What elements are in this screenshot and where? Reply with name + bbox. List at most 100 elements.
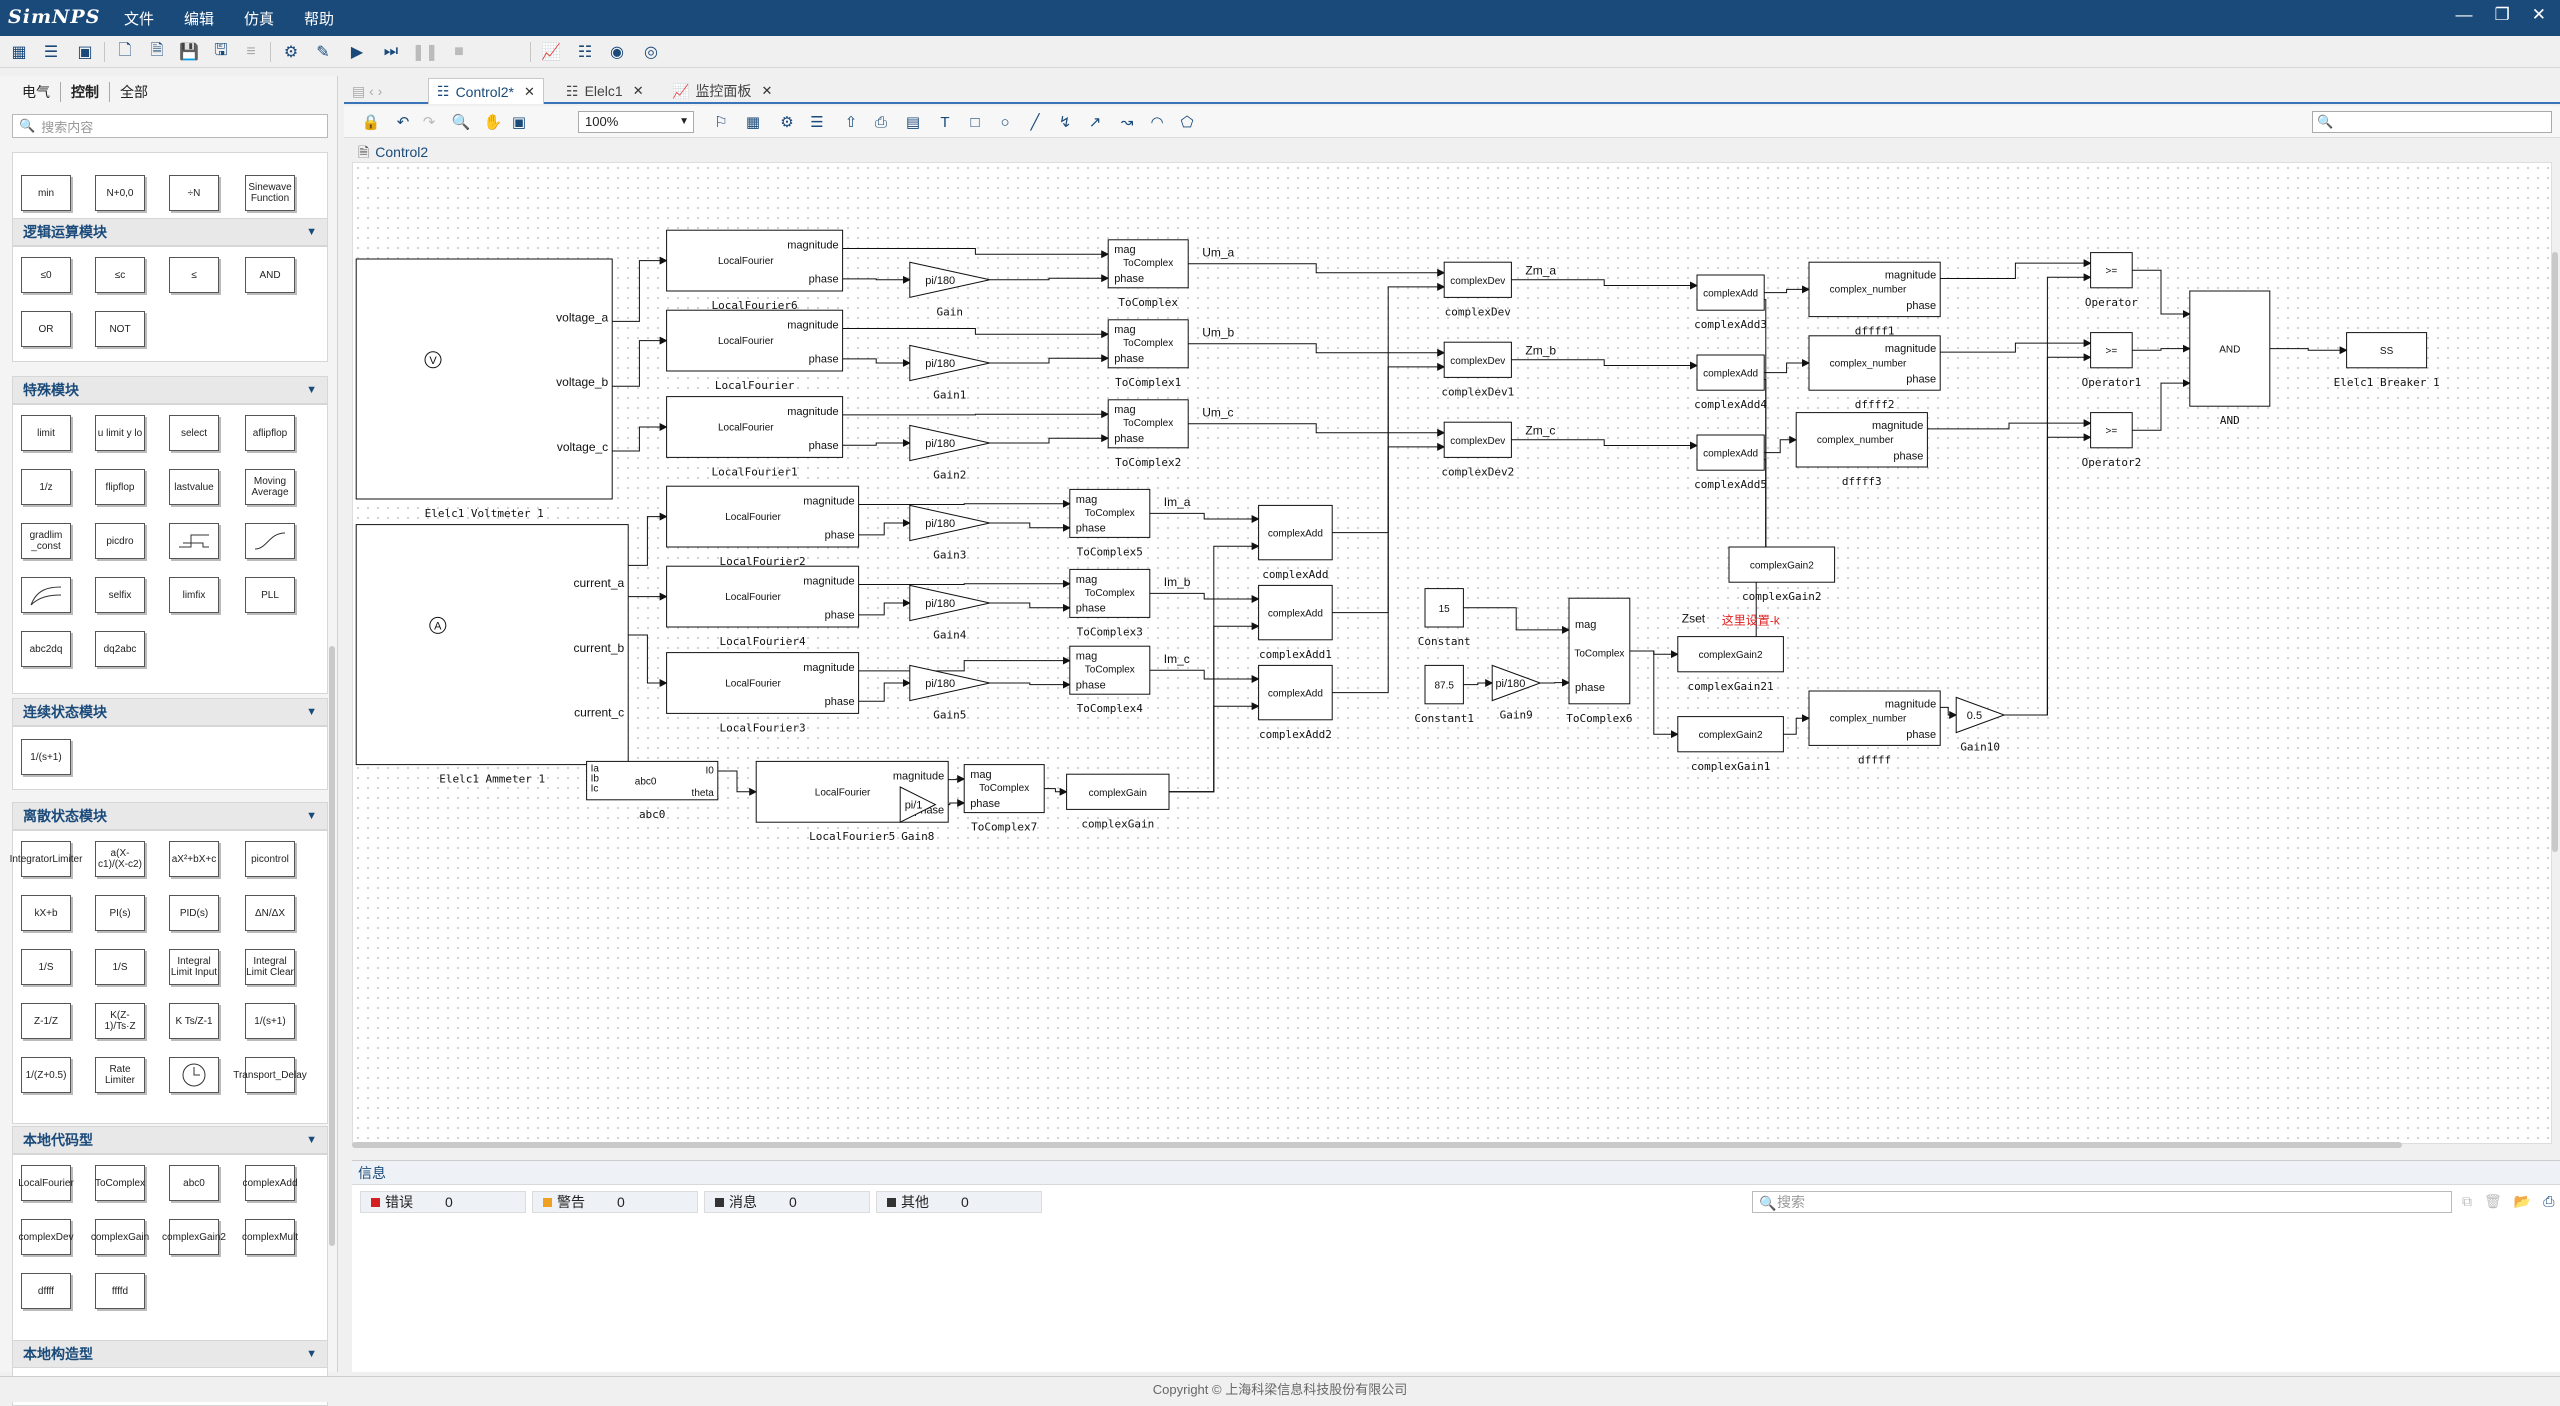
wire[interactable] [612,341,666,387]
image-icon[interactable]: ▤ [902,112,924,132]
tab-monitor[interactable]: 📈 监控面板 ✕ [664,78,780,104]
message-counter[interactable]: 消息 0 [704,1191,870,1213]
wire[interactable] [1150,670,1259,679]
block-integral-limit-input[interactable]: Integral Limit Input [169,949,219,985]
wire[interactable] [2132,383,2190,430]
block-flipflop[interactable]: flipflop [95,469,145,505]
section-local-construct[interactable]: 本地构造型▼ [12,1340,328,1368]
tab-electrical[interactable]: 电气 [12,82,61,102]
wire[interactable] [1940,263,2090,278]
wire[interactable] [1630,651,1678,734]
copy-icon[interactable]: ⧉ [2462,1193,2472,1210]
sliders-icon[interactable]: ☷ [574,41,596,63]
polygon-icon[interactable]: ⬠ [1176,112,1198,132]
block-complexmult[interactable]: complexMult [245,1219,295,1255]
wire[interactable] [859,683,910,701]
block-divide-n[interactable]: ÷N [169,175,219,211]
block-pi[interactable]: PI(s) [95,895,145,931]
block-abc2dq[interactable]: abc2dq [21,631,71,667]
wire[interactable] [1169,706,1259,792]
canvas-vscrollbar[interactable] [2552,252,2558,852]
block-delta[interactable]: ΔN/ΔX [245,895,295,931]
wire[interactable] [1511,360,1697,366]
wire[interactable] [990,523,1070,528]
module-icon[interactable]: ▣ [74,41,96,63]
diagram-block-op[interactable]: >=Operator [2085,253,2138,309]
wire[interactable] [1188,264,1444,273]
wire[interactable] [628,517,666,566]
block-picdro[interactable]: picdro [95,523,145,559]
open-icon[interactable]: 🗎 [146,41,168,63]
block-localfourier[interactable]: LocalFourier [21,1165,71,1201]
polyline-icon[interactable]: ↯ [1054,112,1076,132]
zoom-select[interactable]: 100%▼ [578,111,694,133]
settings-icon[interactable]: ⚙ [280,41,302,63]
edit-icon[interactable]: ✎ [312,41,334,63]
block-lec[interactable]: ≤c [95,257,145,293]
block-curve[interactable] [21,577,71,613]
block-integrator2[interactable]: 1/S [95,949,145,985]
block-lastvalue[interactable]: lastvalue [169,469,219,505]
block-dq2abc[interactable]: dq2abc [95,631,145,667]
tab-control[interactable]: 控制 [61,82,110,102]
step-icon[interactable]: ⏭ [380,41,402,63]
redo-icon[interactable]: ↷ [418,112,440,132]
menu-edit[interactable]: 编辑 [184,8,214,29]
wire[interactable] [1463,683,1492,685]
block-complexdev[interactable]: complexDev [21,1219,71,1255]
block-transport-delay[interactable]: Transport_Delay [245,1057,295,1093]
wire[interactable] [843,279,910,280]
warning-counter[interactable]: 警告 0 [532,1191,698,1213]
trash-icon[interactable]: 🗑 [2484,1193,2502,1210]
block-not[interactable]: NOT [95,311,145,347]
grid-snap-icon[interactable]: ▦ [742,112,764,132]
block-picontrol[interactable]: picontrol [245,841,295,877]
block-sigmoid[interactable] [245,523,295,559]
wire[interactable] [1044,789,1066,792]
wire[interactable] [843,414,1109,415]
run-icon[interactable]: ▶ [346,41,368,63]
folder-icon[interactable]: 📂 [2514,1193,2531,1210]
wire[interactable] [990,278,1108,280]
tab-elelc1[interactable]: ☷ Elelc1 ✕ [558,78,652,104]
circle-icon[interactable]: ○ [994,112,1016,132]
tag-icon[interactable]: ⚐ [710,112,732,132]
diagram-block-op1[interactable]: >=Operator1 [2082,333,2142,389]
wire[interactable] [990,358,1108,363]
block-limit[interactable]: limit [21,415,71,451]
diagram-block-op2[interactable]: >=Operator2 [2082,413,2142,469]
wire[interactable] [718,771,756,792]
block-complexgain[interactable]: complexGain [95,1219,145,1255]
wire[interactable] [859,603,910,615]
zigzag-arrow-icon[interactable]: ↝ [1116,112,1138,132]
menu-simulate[interactable]: 仿真 [244,8,274,29]
close-icon[interactable]: ✕ [633,83,644,99]
block-transfer-fn[interactable]: 1/(s+1) [21,739,71,775]
block-hysteresis[interactable] [169,523,219,559]
wire[interactable] [843,443,910,445]
print-icon[interactable]: ⎙ [2543,1193,2554,1210]
export-icon[interactable]: ⇧ [840,112,862,132]
block-min[interactable]: min [21,175,71,211]
